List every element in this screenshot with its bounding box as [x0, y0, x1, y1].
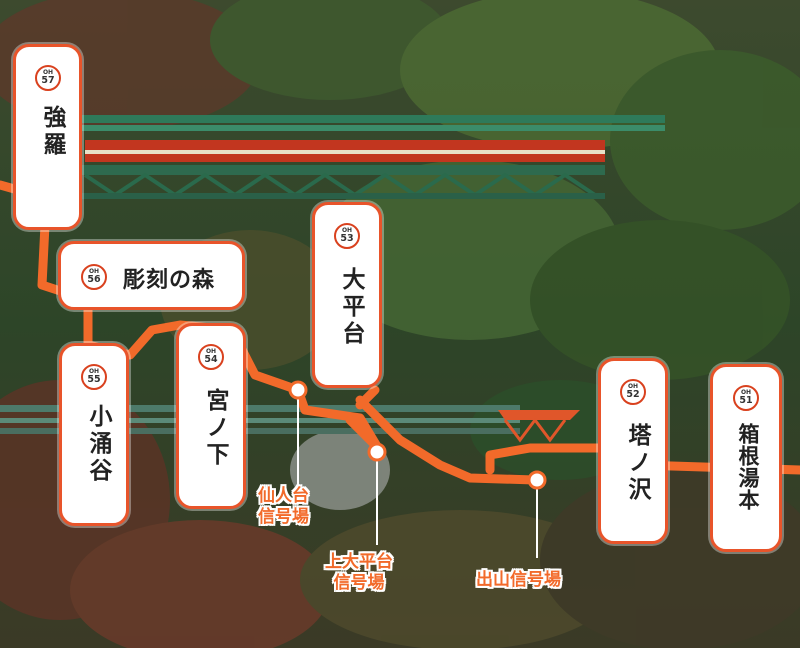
- station-number-badge: OH 57: [35, 65, 61, 91]
- signal-kamiohiradai-label: 上大平台 信号場: [325, 552, 393, 593]
- lower-bridge: [0, 405, 580, 443]
- station-number-badge: OH 55: [81, 364, 107, 390]
- station-number-badge: OH 54: [198, 344, 224, 370]
- signal-dot-kamiohiradai: [367, 442, 387, 462]
- station-gora[interactable]: OH 57 強羅: [13, 44, 82, 230]
- station-name: 小涌谷: [85, 404, 111, 485]
- signal-deyama-label: 出山信号場: [476, 570, 561, 590]
- station-name: 彫刻の森: [123, 268, 216, 293]
- station-number-badge: OH 52: [620, 379, 646, 405]
- station-name: 箱根湯本: [736, 423, 760, 511]
- station-number-badge: OH 53: [334, 223, 360, 249]
- signal-dot-deyama: [527, 470, 547, 490]
- station-name: 宮ノ下: [202, 388, 228, 469]
- station-name: 塔ノ沢: [624, 423, 650, 504]
- station-kowakidani[interactable]: OH 55 小涌谷: [59, 343, 129, 526]
- signal-markers: [288, 380, 547, 558]
- station-number-badge: OH 56: [81, 264, 107, 290]
- station-miyanoshita[interactable]: OH 54 宮ノ下: [176, 323, 246, 509]
- station-tonosawa[interactable]: OH 52 塔ノ沢: [598, 358, 668, 544]
- signal-dot-sennindai: [288, 380, 308, 400]
- station-name: 大平台: [338, 267, 364, 348]
- station-hakone-yumoto[interactable]: OH 51 箱根湯本: [710, 364, 782, 552]
- station-chokoku-no-mori[interactable]: OH 56 彫刻の森: [58, 241, 245, 310]
- station-name: 強羅: [39, 105, 65, 159]
- signal-sennindai-label: 仙人台 信号場: [258, 486, 309, 527]
- station-ohiradai[interactable]: OH 53 大平台: [312, 202, 382, 388]
- upper-bridge: [75, 115, 665, 199]
- station-number-badge: OH 51: [733, 385, 759, 411]
